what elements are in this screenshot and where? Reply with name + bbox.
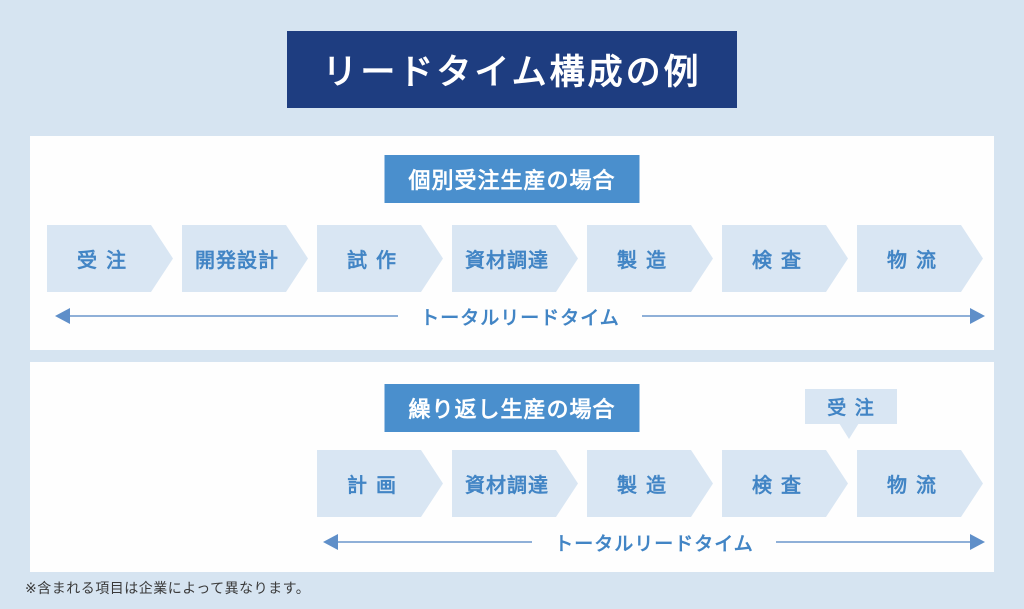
section-heading-label: 繰り返し生産の場合 xyxy=(408,398,616,423)
process-step-label: 検 査 xyxy=(752,248,802,272)
title-banner: リードタイム構成の例 xyxy=(287,31,737,108)
process-step: 資材調達 xyxy=(452,225,578,292)
arrowhead-right-icon xyxy=(970,308,985,324)
callout-pointer-icon xyxy=(839,423,859,439)
process-step: 製 造 xyxy=(587,450,713,517)
arrow-line xyxy=(775,541,970,543)
process-step: 物 流 xyxy=(857,450,983,517)
process-step: 開発設計 xyxy=(182,225,308,292)
arrowhead-right-icon xyxy=(970,534,985,550)
arrowhead-left-icon xyxy=(55,308,70,324)
process-step: 製 造 xyxy=(587,225,713,292)
process-step-row: 計 画 資材調達 製 造 検 査 物 流 xyxy=(317,450,983,517)
process-step: 検 査 xyxy=(722,225,848,292)
section-heading-label: 個別受注生産の場合 xyxy=(408,169,616,194)
process-step-row: 受 注 開発設計 試 作 資材調達 製 造 検 査 物 流 xyxy=(47,225,983,292)
order-callout: 受 注 xyxy=(805,389,897,424)
section-heading-repetitive: 繰り返し生産の場合 xyxy=(384,384,640,432)
process-step: 資材調達 xyxy=(452,450,578,517)
total-lead-time-label: トータルリードタイム xyxy=(420,306,620,329)
process-step-label: 製 造 xyxy=(617,248,667,272)
process-step: 試 作 xyxy=(317,225,443,292)
process-step-label: 受 注 xyxy=(77,248,127,272)
process-step: 物 流 xyxy=(857,225,983,292)
footnote: ※含まれる項目は企業によって異なります。 xyxy=(25,581,311,597)
process-step: 受 注 xyxy=(47,225,173,292)
arrowhead-left-icon xyxy=(323,534,338,550)
arrow-line xyxy=(641,315,970,317)
section-heading-individual-order: 個別受注生産の場合 xyxy=(384,155,640,203)
page-title: リードタイム構成の例 xyxy=(322,53,702,93)
panel-repetitive-production: 繰り返し生産の場合 受 注 計 画 資材調達 製 造 検 査 物 流 トータルリ… xyxy=(30,362,994,572)
total-lead-time-arrow: トータルリードタイム xyxy=(323,532,985,555)
process-step-label: 試 作 xyxy=(347,248,397,272)
arrow-line xyxy=(338,541,533,543)
order-callout-label: 受 注 xyxy=(827,397,875,419)
total-lead-time-label: トータルリードタイム xyxy=(554,532,754,555)
process-step-label: 製 造 xyxy=(617,473,667,497)
arrow-line xyxy=(70,315,399,317)
process-step-label: 計 画 xyxy=(347,473,397,497)
process-step-label: 資材調達 xyxy=(465,473,549,497)
process-step-label: 物 流 xyxy=(887,248,937,272)
total-lead-time-arrow: トータルリードタイム xyxy=(55,306,985,329)
process-step-label: 検 査 xyxy=(752,473,802,497)
process-step: 検 査 xyxy=(722,450,848,517)
process-step-label: 開発設計 xyxy=(195,248,279,272)
panel-individual-order: 個別受注生産の場合 受 注 開発設計 試 作 資材調達 製 造 検 査 物 流 … xyxy=(30,136,994,350)
process-step-label: 物 流 xyxy=(887,473,937,497)
process-step: 計 画 xyxy=(317,450,443,517)
process-step-label: 資材調達 xyxy=(465,248,549,272)
